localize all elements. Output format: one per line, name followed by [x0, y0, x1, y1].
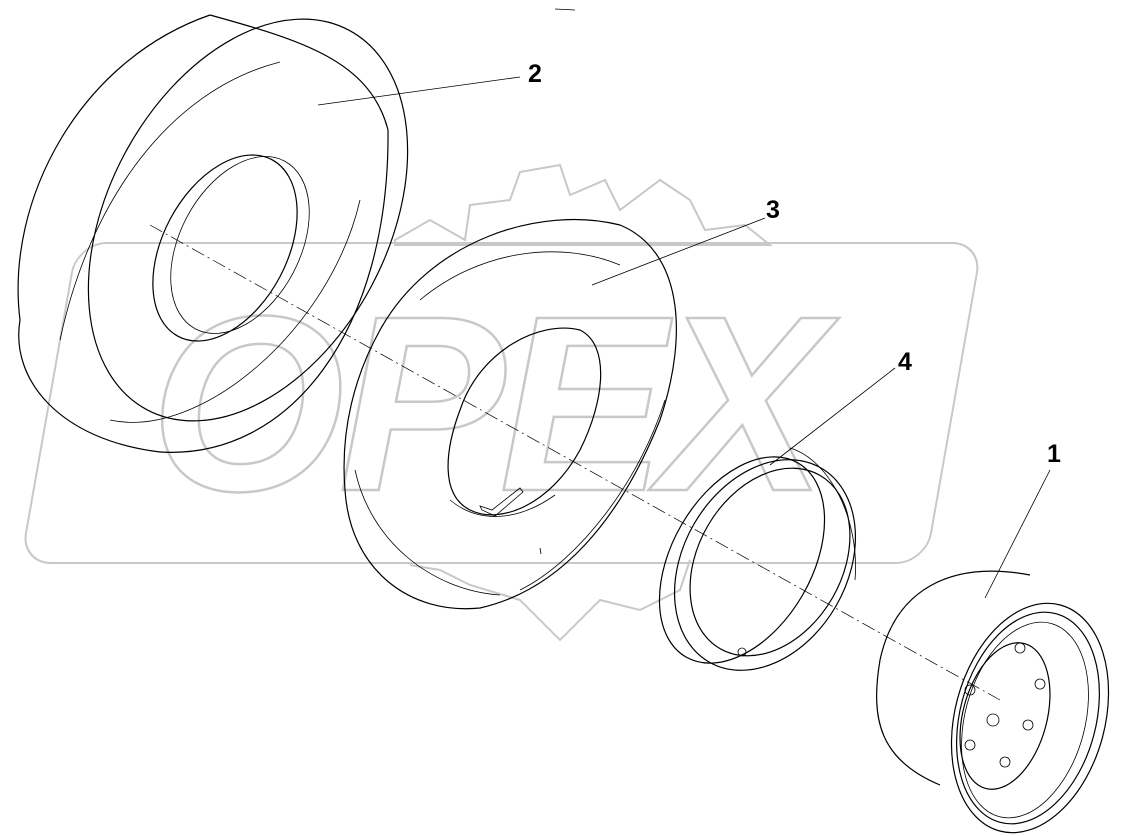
assembly-axis [149, 224, 1001, 701]
watermark-badge [24, 242, 979, 564]
tire [17, 14, 409, 453]
watermark-text: OPEX [150, 264, 840, 543]
leader-1 [984, 469, 1051, 599]
corner-mark [554, 8, 576, 11]
valve-stem [479, 487, 524, 517]
callout-2: 2 [528, 60, 542, 88]
watermark-gear-bottom [409, 559, 691, 642]
callout-4: 4 [898, 348, 912, 376]
leader-4 [769, 367, 896, 466]
callout-1: 1 [1047, 440, 1061, 468]
callout-3: 3 [766, 196, 780, 224]
wheel-disc [876, 570, 1110, 834]
leader-3 [591, 217, 766, 286]
inner-tube [343, 218, 677, 610]
rim-ring [658, 447, 857, 671]
watermark-gear [394, 163, 773, 246]
watermark-logo: OPEX [24, 163, 979, 642]
leader-2 [317, 76, 521, 106]
